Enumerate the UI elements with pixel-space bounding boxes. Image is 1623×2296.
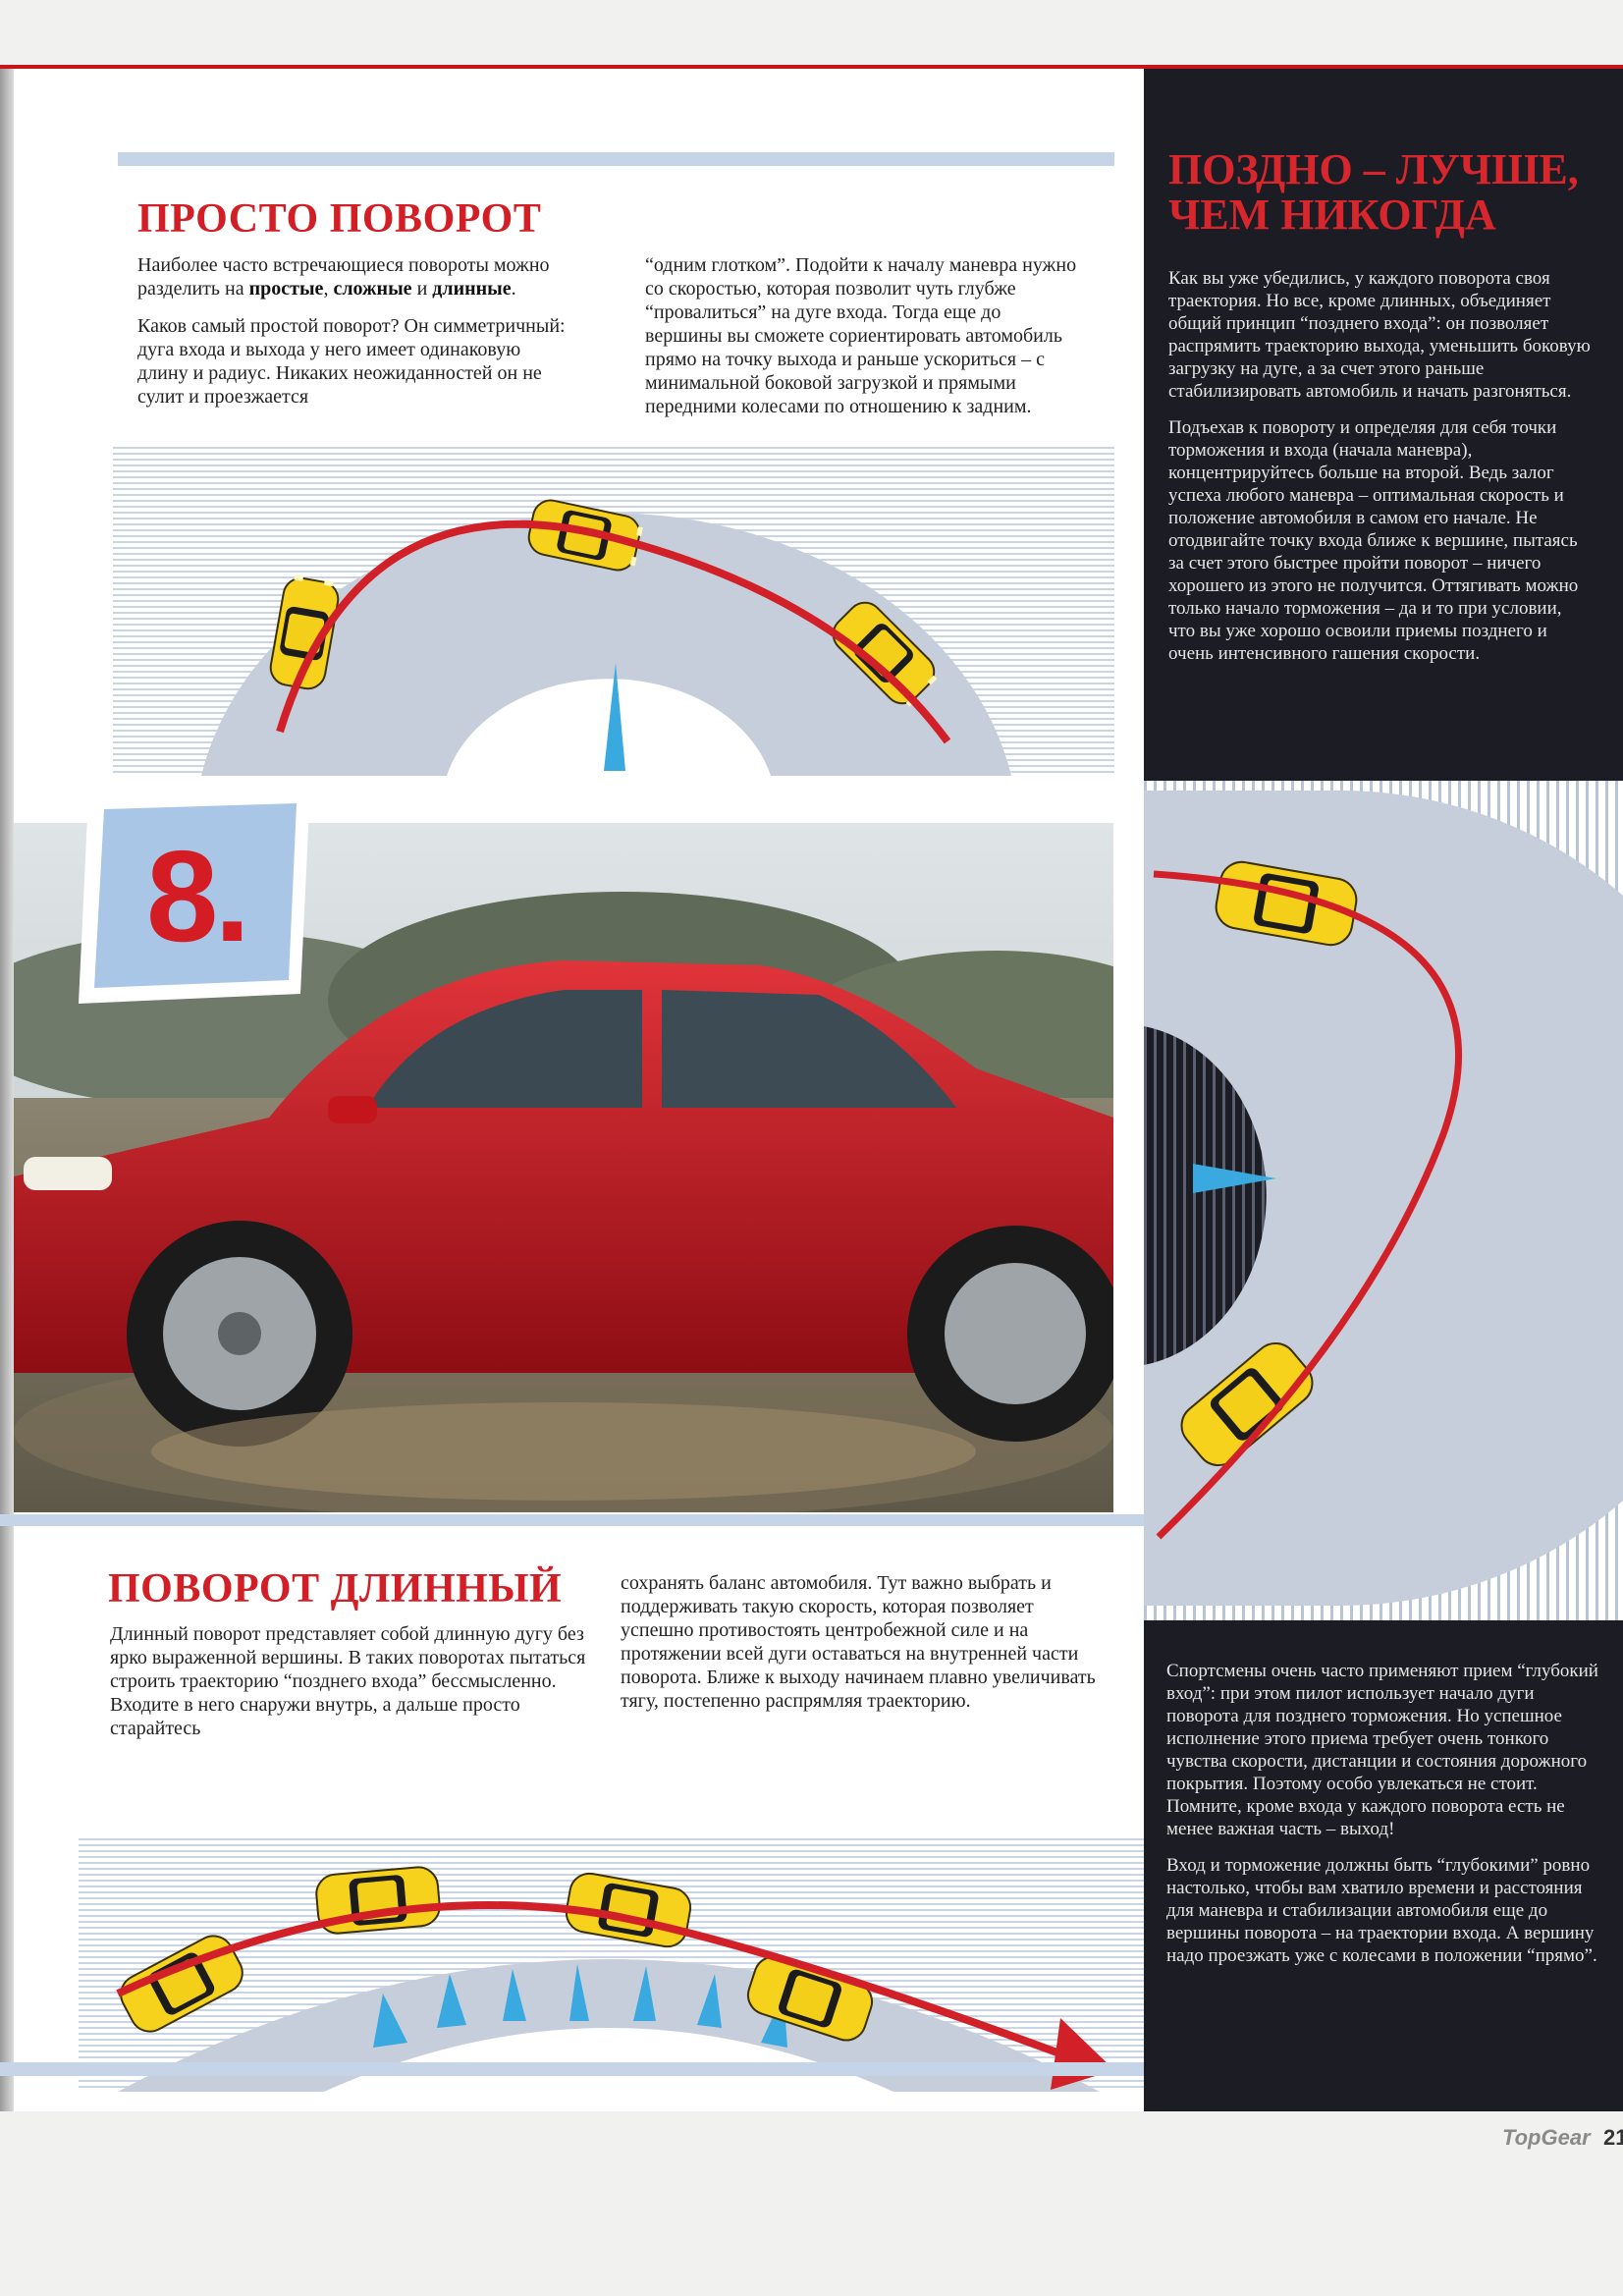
step-badge: 8. bbox=[79, 788, 314, 1004]
long-turn-diagram bbox=[79, 1836, 1144, 2092]
simple-turn-col2: “одним глотком”. Подойти к началу маневр… bbox=[645, 254, 1077, 417]
top-red-rule bbox=[0, 65, 1623, 69]
page-gutter-shadow bbox=[0, 69, 14, 2180]
topgear-logo: TopGear bbox=[1502, 2125, 1591, 2150]
sidebar-paragraph-3: Спортсмены очень часто применяют прием “… bbox=[1166, 1661, 1598, 1839]
intro-end: . bbox=[511, 278, 516, 300]
apex-marker-icon bbox=[503, 1969, 526, 2021]
simple-turn-intro: Наиболее часто встречающиеся повороты мо… bbox=[137, 253, 569, 301]
apex-marker-icon bbox=[604, 663, 625, 771]
apex-marker-icon bbox=[1193, 1164, 1276, 1193]
intro-sep: , bbox=[323, 278, 334, 300]
late-entry-inside bbox=[1144, 1026, 1267, 1365]
term-long: длинные bbox=[432, 278, 512, 300]
sidebar-text-top: Как вы уже убедились, у каждого поворота… bbox=[1168, 267, 1591, 679]
term-complex: сложные bbox=[333, 278, 412, 300]
intro-and: и bbox=[411, 278, 433, 300]
turn-road bbox=[201, 513, 1011, 776]
simple-turn-diagram bbox=[113, 447, 1114, 776]
apex-marker-icon bbox=[373, 1994, 407, 2048]
sidebar-paragraph-1: Как вы уже убедились, у каждого поворота… bbox=[1168, 268, 1591, 402]
badge-number: 8. bbox=[145, 823, 250, 968]
term-simple: простые bbox=[248, 278, 324, 300]
sidebar-paragraph-4: Вход и торможение должны быть “глубокими… bbox=[1166, 1855, 1597, 1966]
apex-marker-icon bbox=[569, 1964, 589, 2021]
trajectory-arrow-icon bbox=[116, 1901, 1072, 2061]
long-turn-col2: сохранять баланс автомобиля. Тут важно в… bbox=[621, 1572, 1096, 1712]
sidebar-title-line1: ПОЗДНО – ЛУЧШЕ, bbox=[1168, 145, 1579, 193]
simple-turn-col1: Наиболее часто встречающиеся повороты мо… bbox=[137, 253, 569, 422]
trajectory-line bbox=[276, 519, 951, 744]
red-car-photo bbox=[14, 823, 1113, 1512]
top-blue-band bbox=[118, 152, 1114, 166]
long-turn-col1: Длинный поворот представляет собой длинн… bbox=[110, 1623, 586, 1739]
section-title-simple-turn: ПРОСТО ПОВОРОТ bbox=[137, 196, 542, 242]
section-title-long-turn: ПОВОРОТ ДЛИННЫЙ bbox=[108, 1566, 563, 1612]
late-entry-diagram bbox=[1144, 781, 1623, 1620]
simple-turn-desc: Каков самый простой поворот? Он симметри… bbox=[137, 315, 566, 408]
badge-card bbox=[79, 788, 310, 1004]
mid-blue-band bbox=[0, 1514, 1144, 1526]
sidebar-paragraph-2: Подъехав к повороту и определяя для себя… bbox=[1168, 417, 1579, 664]
page-footer bbox=[0, 2111, 1623, 2296]
bottom-blue-band bbox=[0, 2062, 1144, 2076]
sidebar-title: ПОЗДНО – ЛУЧШЕ, ЧЕМ НИКОГДА bbox=[1168, 147, 1579, 238]
page-number: 21 bbox=[1603, 2125, 1623, 2150]
intro-text: Наиболее часто встречающиеся повороты мо… bbox=[137, 254, 550, 300]
apex-marker-icon bbox=[633, 1966, 656, 2021]
apex-marker-icon bbox=[437, 1974, 466, 2028]
sidebar-text-bottom: Спортсмены очень часто применяют прием “… bbox=[1166, 1660, 1598, 1981]
apex-marker-icon bbox=[697, 1974, 722, 2028]
sidebar-title-line2: ЧЕМ НИКОГДА bbox=[1168, 191, 1496, 239]
trajectory-line bbox=[1153, 870, 1462, 1540]
